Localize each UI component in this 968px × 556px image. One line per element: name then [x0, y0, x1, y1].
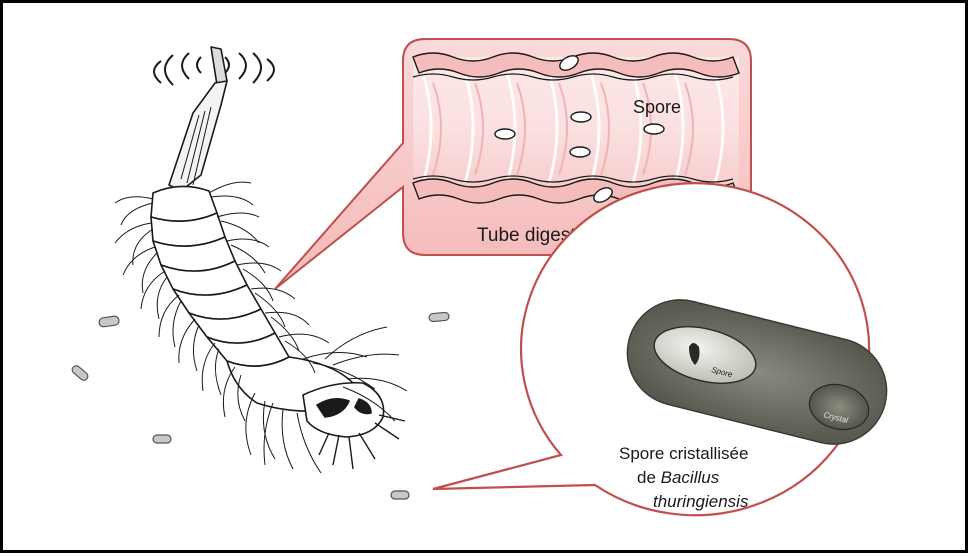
gut-spore — [644, 124, 664, 134]
caption-line-3: thuringiensis — [653, 492, 749, 511]
caption-line-2-prefix: de — [637, 468, 661, 487]
spore — [71, 364, 90, 382]
gut-spore — [570, 147, 590, 157]
caption-line-2: de Bacillus — [637, 468, 720, 487]
siphon-tip — [211, 47, 227, 85]
mosquito-larva — [115, 47, 407, 473]
bt-larva-diagram: Spore Tube digestif Spore Crystal Spore … — [3, 3, 968, 556]
gut-spore — [571, 112, 591, 122]
caption-line-2-genus: Bacillus — [661, 468, 720, 487]
spore — [99, 316, 120, 328]
gut-spore — [495, 129, 515, 139]
spore — [391, 491, 409, 499]
spore — [153, 435, 171, 443]
caption-line-1: Spore cristallisée — [619, 444, 748, 463]
siphon — [169, 81, 227, 191]
spore — [429, 312, 450, 322]
spore-label: Spore — [633, 97, 681, 117]
